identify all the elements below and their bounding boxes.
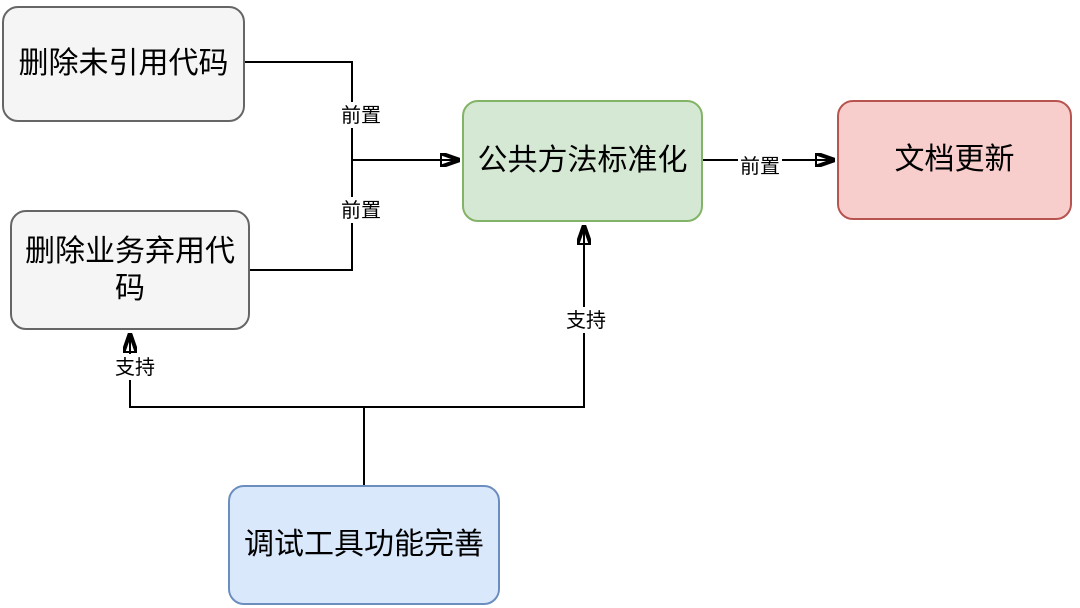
node-improve-debug-tools: 调试工具功能完善 xyxy=(228,485,500,605)
node-document-update: 文档更新 xyxy=(837,100,1072,220)
node-standardize-public-methods-label: 公共方法标准化 xyxy=(477,143,688,179)
node-delete-unreferenced-code: 删除未引用代码 xyxy=(2,6,245,122)
edge-debugtools-to-deprecated xyxy=(130,335,364,408)
node-delete-unreferenced-code-label: 删除未引用代码 xyxy=(18,46,229,82)
edge-label-support-2: 支持 xyxy=(564,307,608,333)
edge-debugtools-to-standardize xyxy=(364,227,584,408)
edge-deprecated-to-junction xyxy=(250,160,353,271)
edge-label-precondition-1: 前置 xyxy=(339,102,383,128)
node-standardize-public-methods: 公共方法标准化 xyxy=(462,100,703,222)
node-delete-deprecated-business-code-label: 删除业务弃用代码 xyxy=(25,233,235,307)
node-improve-debug-tools-label: 调试工具功能完善 xyxy=(244,527,484,563)
node-delete-deprecated-business-code: 删除业务弃用代码 xyxy=(10,210,250,330)
edge-label-precondition-2: 前置 xyxy=(339,197,383,223)
edge-unreferenced-to-junction xyxy=(245,61,353,160)
edge-label-support-1: 支持 xyxy=(113,354,157,380)
node-document-update-label: 文档更新 xyxy=(894,142,1015,178)
edge-label-precondition-3: 前置 xyxy=(738,153,782,179)
